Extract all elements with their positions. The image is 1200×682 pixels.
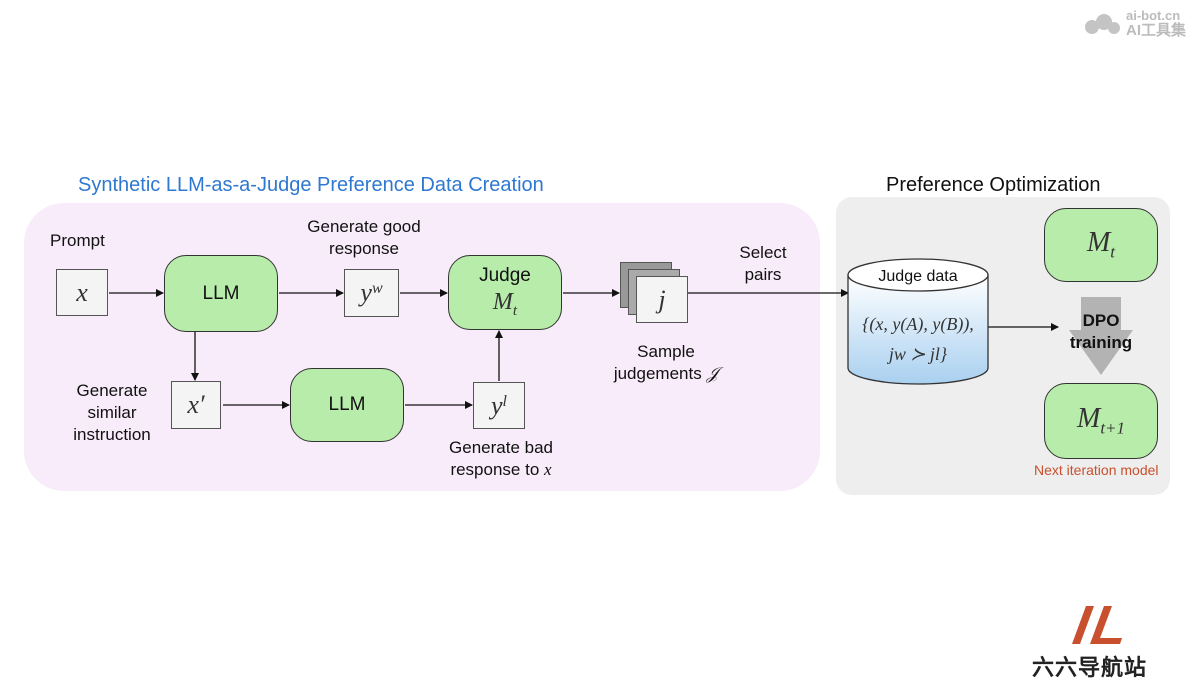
yw-base: y bbox=[360, 278, 372, 307]
generate-bad-response-label: Generate bad response to x bbox=[428, 437, 574, 481]
watermark-bottom-logo-icon bbox=[1072, 606, 1122, 644]
judge-data-formula-line1: {(x, y(A), y(B)), bbox=[862, 314, 974, 334]
model-next-sub: t+1 bbox=[1100, 418, 1126, 438]
prompt-x-var: x bbox=[76, 277, 88, 307]
model-t-base: M bbox=[1086, 227, 1111, 259]
judgement-j-box: j bbox=[636, 276, 688, 323]
sample-judgements-label: Sample judgements 𝒥 bbox=[596, 341, 736, 385]
sample-judgements-line2: judgements 𝒥 bbox=[596, 363, 736, 385]
yl-base: y bbox=[491, 390, 503, 420]
generate-similar-line1: Generate bbox=[76, 381, 148, 400]
generate-similar-line2: similar bbox=[87, 403, 137, 422]
judge-data-label: Judge data bbox=[878, 268, 958, 285]
select-pairs-line1: Select bbox=[739, 243, 787, 262]
generate-good-response-label: Generate good response bbox=[298, 216, 430, 260]
generate-bad-line2: response to x bbox=[428, 459, 574, 481]
model-t-sub: t bbox=[1110, 242, 1116, 262]
judge-data-cylinder bbox=[847, 258, 989, 385]
next-iteration-label: Next iteration model bbox=[1034, 462, 1159, 478]
dpo-training-label: DPO training bbox=[1060, 310, 1142, 354]
dpo-line2: training bbox=[1069, 333, 1133, 352]
judge-data-formula-line2: jw ≻ jl} bbox=[888, 344, 948, 364]
generate-bad-text: response to bbox=[450, 460, 540, 479]
prompt-x-box: x bbox=[56, 269, 108, 316]
prompt-label: Prompt bbox=[50, 231, 105, 250]
sample-judgements-text: judgements bbox=[613, 364, 702, 383]
model-next-box: Mt+1 bbox=[1044, 383, 1158, 459]
data-creation-panel bbox=[24, 203, 820, 491]
generate-bad-var: x bbox=[544, 460, 552, 479]
judge-model-sub: t bbox=[512, 302, 518, 319]
generate-similar-instruction-label: Generate similar instruction bbox=[56, 380, 168, 446]
watermark-bottom-text: 六六导航站 bbox=[1032, 655, 1148, 680]
preference-optimization-title: Preference Optimization bbox=[886, 174, 1101, 196]
select-pairs-line2: pairs bbox=[744, 265, 782, 284]
generate-similar-line3: instruction bbox=[73, 425, 151, 444]
judge-box: Judge Mt bbox=[448, 255, 562, 330]
judgement-j-var: j bbox=[658, 284, 666, 314]
data-creation-title: Synthetic LLM-as-a-Judge Preference Data… bbox=[78, 174, 544, 196]
watermark-logo-icon bbox=[1084, 14, 1120, 34]
sample-judgements-var: 𝒥 bbox=[706, 364, 719, 383]
model-next-var: Mt+1 bbox=[1077, 403, 1125, 439]
generate-bad-line1: Generate bad bbox=[449, 438, 553, 457]
select-pairs-label: Select pairs bbox=[728, 242, 798, 286]
x-prime-box: x′ bbox=[171, 381, 221, 429]
dpo-arrow-shape bbox=[1069, 297, 1133, 375]
sample-judgements-line1: Sample bbox=[637, 342, 695, 361]
watermark-top-line1: ai-bot.cn bbox=[1125, 8, 1181, 23]
llm-top-label: LLM bbox=[202, 282, 240, 304]
dpo-line1: DPO bbox=[1082, 311, 1120, 330]
model-t-var: Mt bbox=[1087, 227, 1115, 263]
llm-box-top: LLM bbox=[164, 255, 278, 332]
judge-label: Judge bbox=[479, 265, 531, 287]
model-next-base: M bbox=[1076, 403, 1101, 435]
generate-good-line2: response bbox=[329, 239, 399, 258]
judge-model-var: Mt bbox=[493, 289, 517, 320]
llm-bottom-label: LLM bbox=[328, 394, 366, 415]
x-prime-var: x′ bbox=[187, 390, 205, 419]
model-t-box: Mt bbox=[1044, 208, 1158, 282]
watermark-top: ai-bot.cn AI工具集 bbox=[1084, 8, 1186, 39]
watermark-top-line2: AI工具集 bbox=[1125, 22, 1186, 39]
llm-box-bottom: LLM bbox=[290, 368, 404, 442]
generate-good-line1: Generate good bbox=[307, 217, 421, 236]
yl-sup: l bbox=[502, 392, 507, 410]
judge-model-base: M bbox=[492, 289, 513, 316]
yw-sup: w bbox=[371, 280, 383, 297]
